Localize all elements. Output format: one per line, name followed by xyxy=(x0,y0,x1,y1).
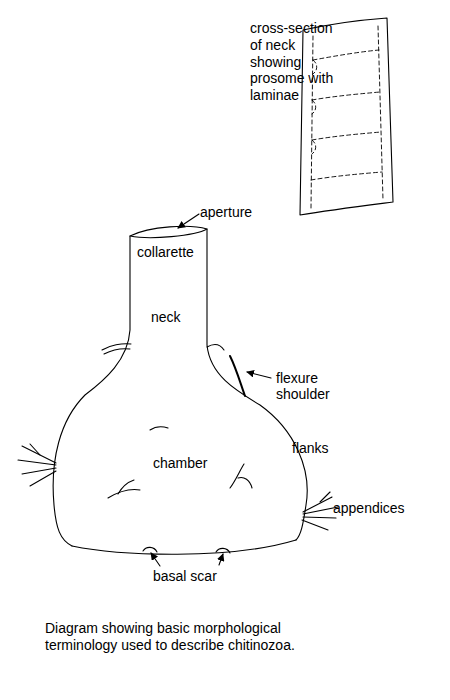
part-name: shoulder xyxy=(276,386,356,403)
part-name: basal scar xyxy=(153,568,243,585)
part-name: appendices xyxy=(333,500,433,517)
part-name: flexure xyxy=(276,370,356,387)
part-name: collarette xyxy=(137,244,227,261)
leader-arrows xyxy=(151,214,271,566)
part-name: neck xyxy=(151,309,211,326)
part-name: flanks xyxy=(292,440,362,457)
neck-cross-section xyxy=(300,18,393,215)
inset-heading: cross-section of neck showing prosome wi… xyxy=(250,20,342,104)
figure-caption: Diagram showing basic morphological term… xyxy=(45,620,320,654)
part-name: chamber xyxy=(153,455,233,472)
part-name: aperture xyxy=(200,204,280,221)
